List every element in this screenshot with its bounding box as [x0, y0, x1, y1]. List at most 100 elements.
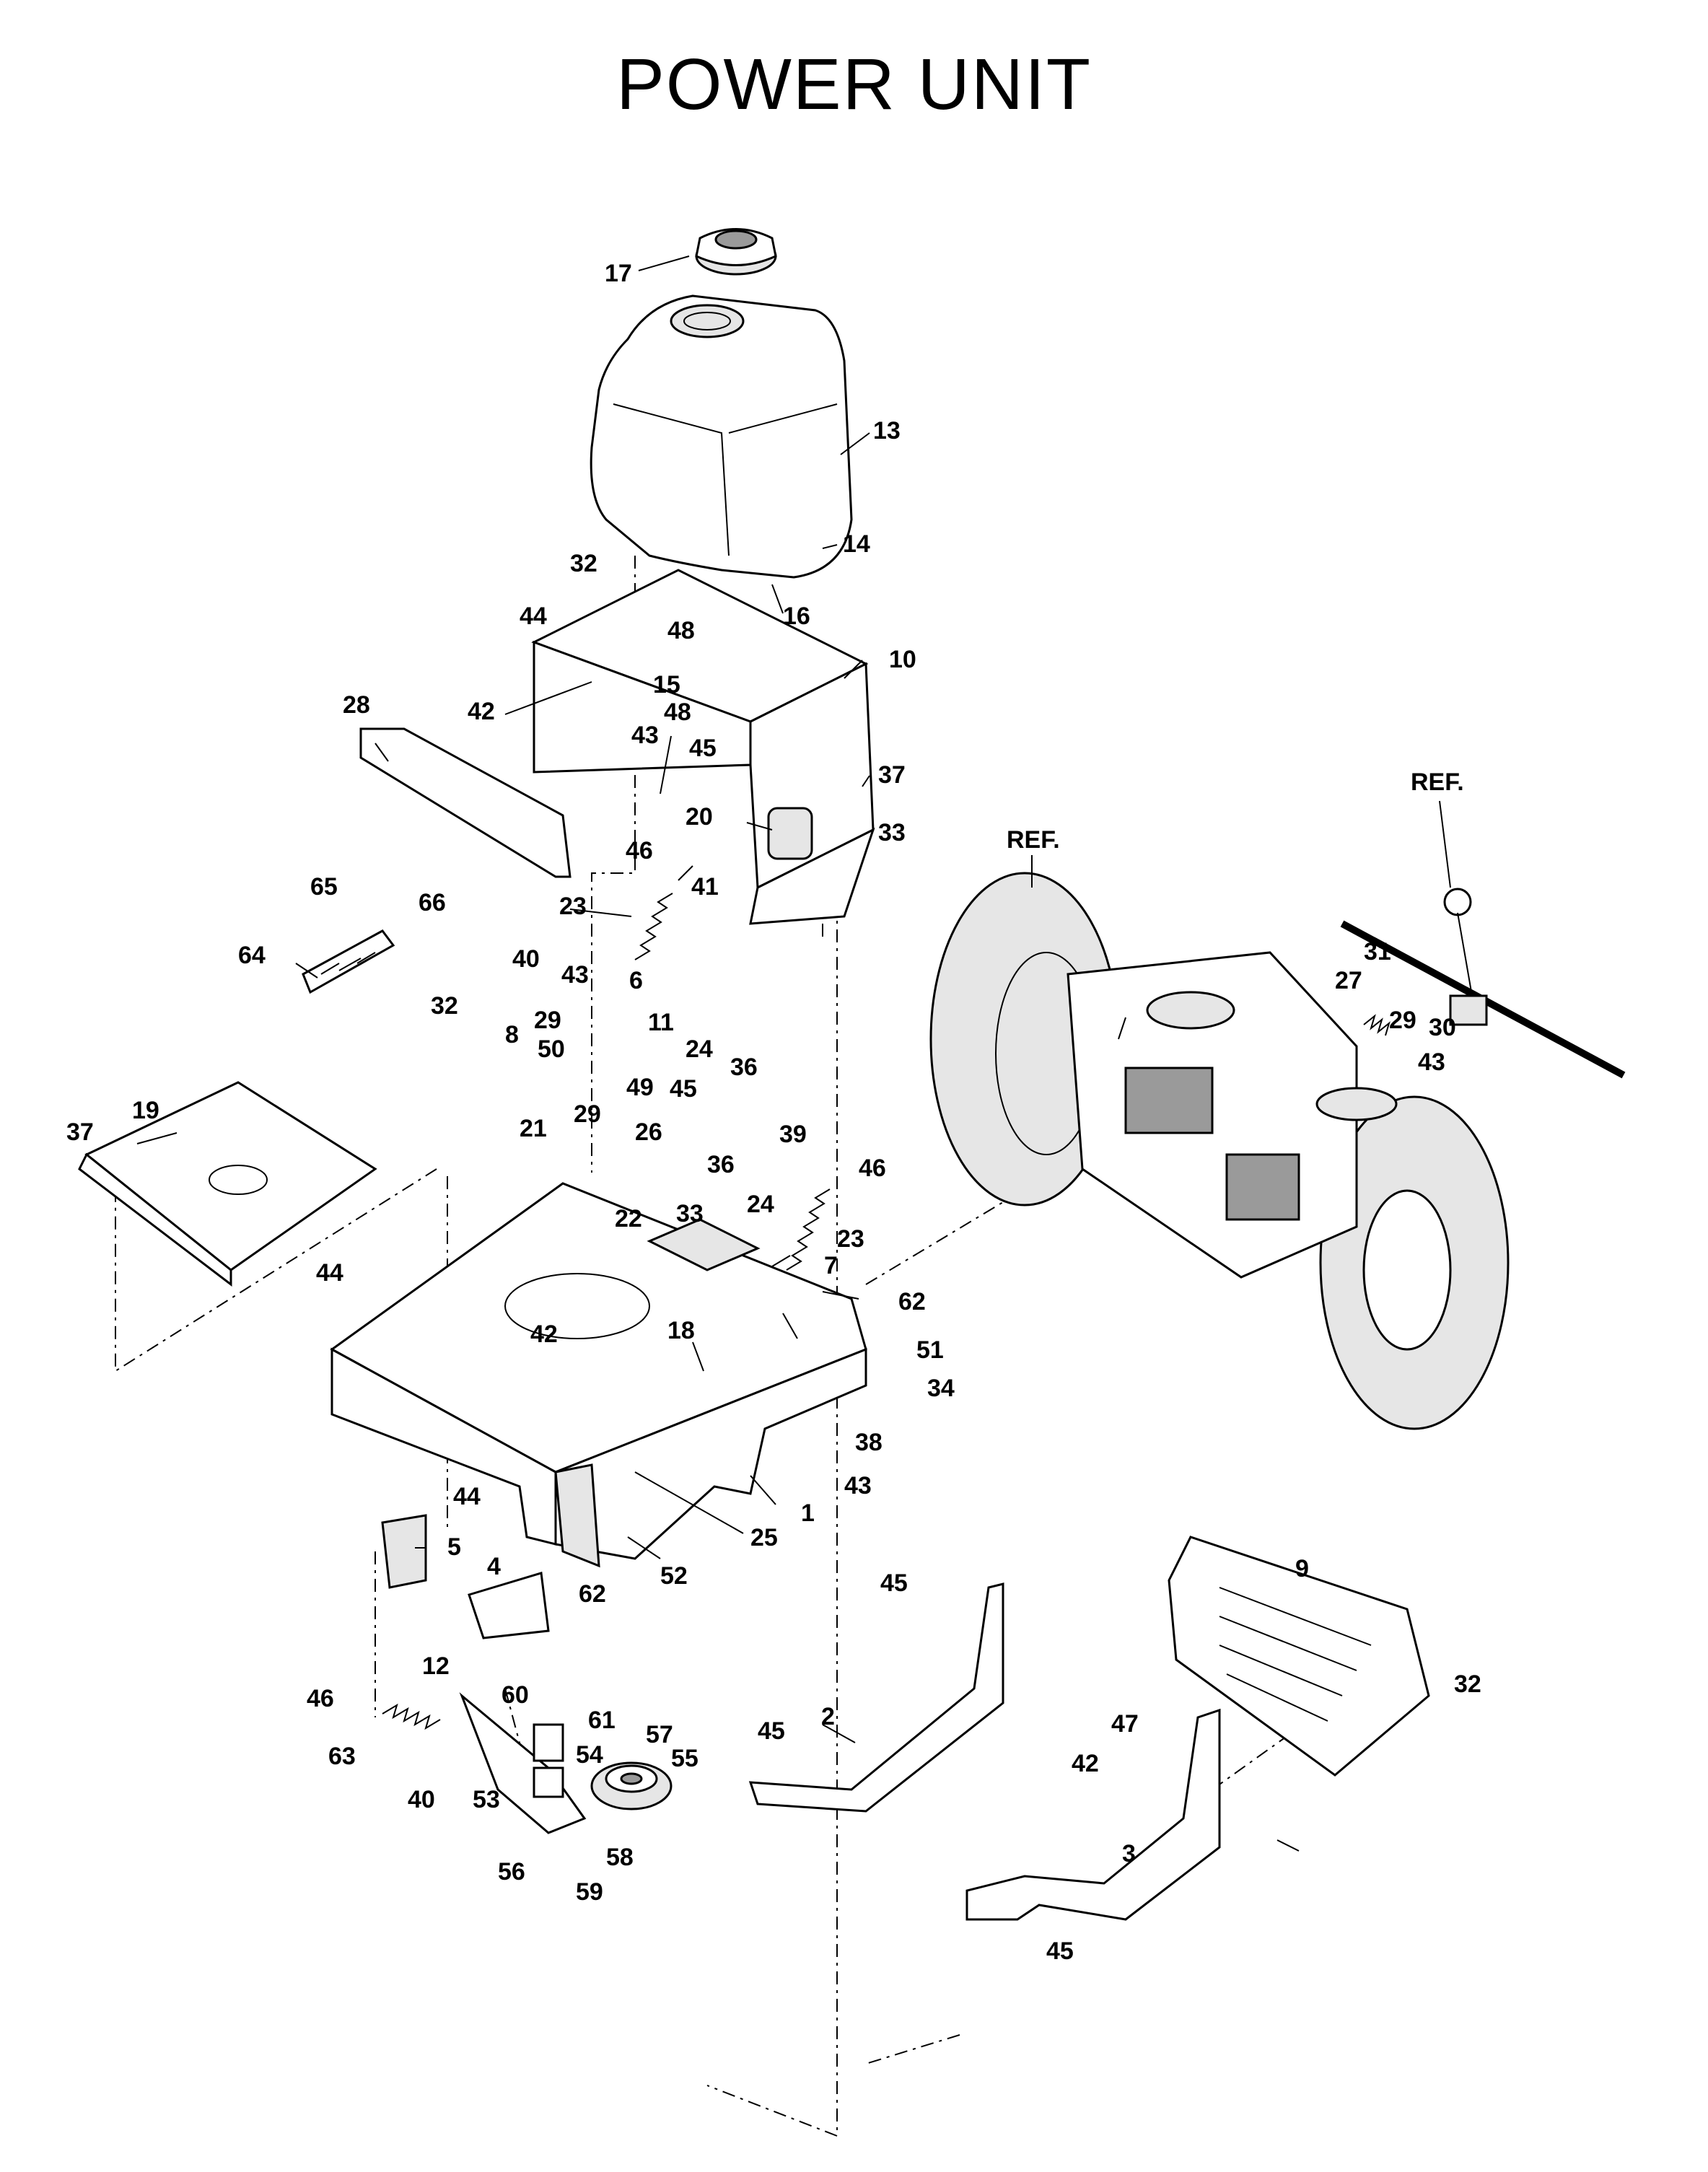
callout-37-right: 37	[878, 761, 906, 789]
callout-36-mid: 36	[707, 1151, 735, 1178]
callout-4: 4	[487, 1553, 501, 1580]
support-bracket-2	[748, 1582, 1004, 1813]
callout-18: 18	[667, 1317, 695, 1344]
idler-pulley	[590, 1761, 673, 1810]
control-rod	[1340, 888, 1626, 1079]
callout-1: 1	[801, 1499, 815, 1527]
callout-63: 63	[328, 1743, 356, 1770]
callout-59: 59	[576, 1878, 603, 1906]
small-bracket-4	[468, 1572, 550, 1639]
callout-7: 7	[824, 1252, 838, 1279]
callout-8: 8	[505, 1021, 519, 1048]
callout-54: 54	[576, 1741, 603, 1769]
callout-25: 25	[750, 1524, 778, 1551]
vent-guard	[302, 929, 395, 994]
callout-5: 5	[447, 1533, 461, 1561]
callout-33-top: 33	[878, 819, 906, 846]
callout-43-mid: 43	[561, 961, 589, 989]
callout-66: 66	[419, 889, 446, 916]
callout-60: 60	[502, 1681, 529, 1709]
main-frame	[330, 1182, 867, 1568]
callout-37-left: 37	[66, 1118, 94, 1146]
footrest-plate	[1168, 1536, 1430, 1777]
callout-46-mid: 46	[859, 1155, 886, 1182]
callout-23-top: 23	[559, 893, 587, 920]
callout-42-mid: 42	[530, 1321, 558, 1348]
callout-62-bottom: 62	[579, 1580, 606, 1608]
leader-lines	[136, 255, 1451, 1852]
diagram-title: POWER UNIT	[616, 44, 1092, 125]
callout-51: 51	[916, 1336, 944, 1364]
callout-34: 34	[927, 1375, 955, 1402]
callout-29-mid: 29	[574, 1100, 601, 1128]
fuel-cap	[695, 228, 777, 276]
callout-32-top: 32	[570, 550, 597, 577]
callout-17: 17	[605, 260, 632, 287]
callout-11: 11	[648, 1009, 674, 1036]
callout-56: 56	[498, 1858, 525, 1886]
callout-61: 61	[588, 1707, 616, 1734]
callout-32-bottom: 32	[1454, 1670, 1481, 1698]
callout-6: 6	[629, 967, 643, 994]
callout-16: 16	[783, 603, 810, 630]
callout-15: 15	[653, 671, 680, 699]
callout-21: 21	[520, 1115, 547, 1142]
callout-45-bottom: 45	[1046, 1937, 1074, 1965]
callout-24-top: 24	[686, 1035, 713, 1063]
callout-62-top: 62	[898, 1288, 926, 1315]
reference-label-control-rod: REF.	[1411, 768, 1464, 796]
callout-39: 39	[779, 1121, 807, 1148]
callout-45-mid: 45	[670, 1075, 697, 1103]
callout-23-mid: 23	[837, 1225, 864, 1253]
spring-lower	[786, 1188, 831, 1271]
callout-2: 2	[821, 1703, 835, 1730]
callout-44-top: 44	[520, 603, 547, 630]
callout-57: 57	[646, 1721, 673, 1748]
callout-52: 52	[660, 1562, 688, 1590]
spring-upper	[634, 893, 673, 960]
callout-42-bottom: 42	[1072, 1750, 1099, 1777]
callout-43-top: 43	[631, 722, 659, 749]
reference-label-transaxle: REF.	[1007, 826, 1060, 854]
callout-45-top: 45	[689, 735, 717, 762]
callout-22: 22	[615, 1205, 642, 1232]
callout-29-right: 29	[1389, 1007, 1416, 1034]
callout-3: 3	[1122, 1840, 1136, 1867]
callout-48-a: 48	[667, 617, 695, 644]
callout-19: 19	[132, 1097, 159, 1124]
callout-33-mid: 33	[676, 1200, 704, 1227]
extension-spring	[382, 1703, 441, 1730]
callout-50: 50	[538, 1035, 565, 1063]
callout-30: 30	[1429, 1014, 1456, 1041]
callout-31: 31	[1364, 938, 1391, 965]
callout-20: 20	[686, 803, 713, 831]
callout-47: 47	[1111, 1710, 1139, 1738]
callout-46-bottom: 46	[307, 1685, 334, 1712]
callout-40-bottom: 40	[408, 1786, 435, 1813]
callout-32-mid: 32	[431, 992, 458, 1020]
callout-55: 55	[671, 1745, 698, 1772]
idler-arm	[459, 1692, 587, 1834]
callout-58: 58	[606, 1844, 634, 1871]
side-panel	[359, 727, 571, 878]
callout-24-mid: 24	[747, 1191, 774, 1218]
callout-38: 38	[855, 1429, 883, 1456]
callout-14: 14	[843, 530, 870, 558]
callout-numbers: 17 1 3 14 32 44 16 48 15 48 10 2 8 42 43 4…	[66, 260, 1481, 1965]
callout-48-b: 48	[664, 699, 691, 726]
callout-46-top: 46	[626, 837, 653, 864]
callout-36-top: 36	[730, 1054, 758, 1081]
callout-64: 64	[238, 942, 266, 969]
callout-44-bottom: 44	[453, 1483, 481, 1510]
support-bracket-3	[965, 1708, 1221, 1921]
callout-29-left: 29	[534, 1007, 561, 1034]
callout-12: 12	[422, 1652, 450, 1680]
mount-plate	[78, 1081, 377, 1287]
transaxle-assembly	[929, 872, 1510, 1430]
callout-49: 49	[626, 1074, 654, 1101]
callout-10: 10	[889, 646, 916, 673]
tank-mount-bracket	[531, 569, 875, 925]
callout-26: 26	[635, 1118, 662, 1146]
